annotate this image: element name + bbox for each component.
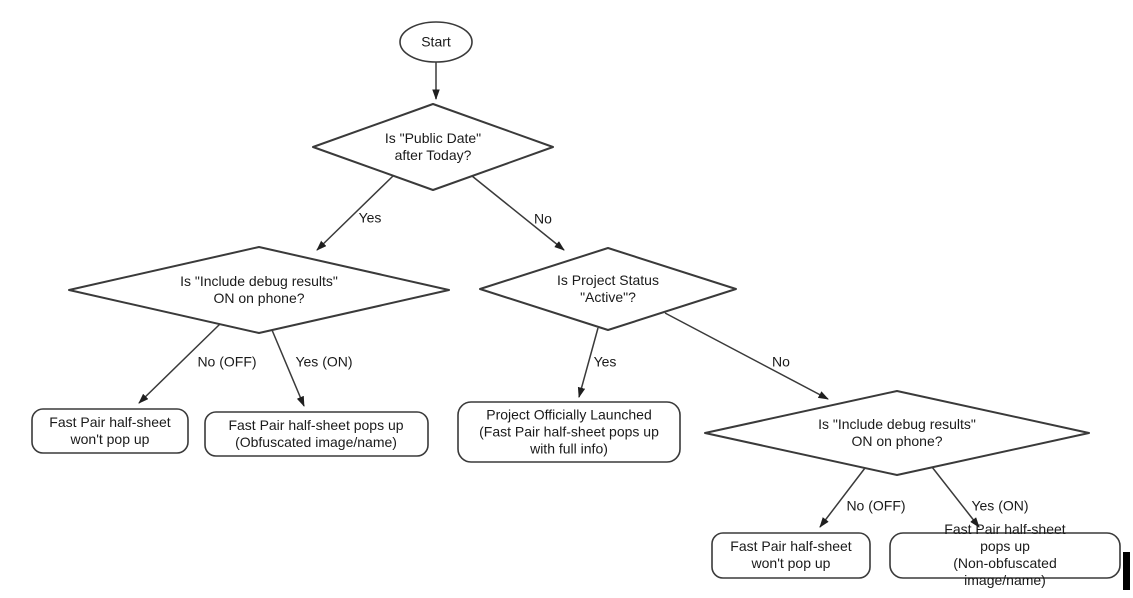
edge-project-status-no [664,312,829,400]
text-cursor-bar [1123,552,1130,590]
decision-project-status [479,247,737,331]
edge-project-status-yes [577,327,599,398]
edge-debug-left-no-off [138,323,221,404]
decision-debug-right [704,390,1090,476]
result-no-popup-left [31,408,189,454]
result-popup-non-obfuscated [889,532,1121,579]
result-no-popup-right [711,532,871,579]
edge-public-date-yes [316,175,394,251]
result-launched [457,401,681,463]
result-popup-obfuscated [204,411,429,457]
decision-public-date [312,103,554,191]
decision-debug-left [68,246,450,334]
start-node [399,21,473,63]
edge-debug-left-yes-on [271,329,305,407]
edge-public-date-no [471,175,565,251]
edge-debug-right-no-off [819,467,866,528]
edge-debug-right-yes-on [931,466,980,528]
